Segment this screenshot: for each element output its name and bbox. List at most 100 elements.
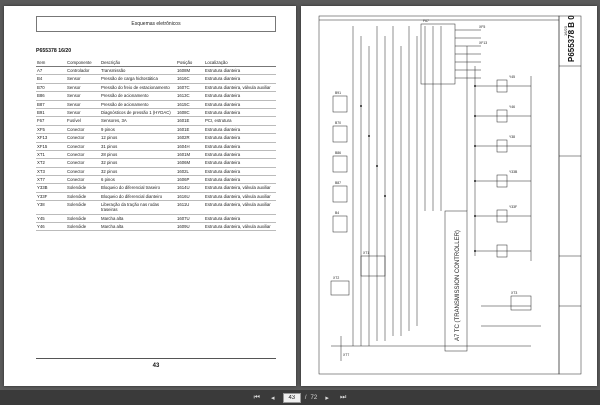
- wiring-schematic: A7 TC (TRANSMISSION CONTROLLER) P655378 …: [318, 15, 582, 375]
- component-label: B4: [335, 211, 339, 215]
- table-cell: 28 pinos: [100, 150, 176, 160]
- component-label: B91: [335, 91, 341, 95]
- page-number: 43: [36, 358, 276, 369]
- column-header: Descrição: [100, 58, 176, 67]
- table-cell: Conector: [66, 125, 100, 135]
- component-label: XT3: [511, 291, 517, 295]
- table-cell: Sensor: [66, 100, 100, 109]
- page-left: Esquemas eletrônicos P655378 16/20 Item …: [4, 6, 296, 386]
- table-cell: Sensores, 3A: [100, 116, 176, 126]
- table-cell: Sensor: [66, 108, 100, 118]
- table-cell: Solenóide: [66, 222, 100, 232]
- table-cell: Controlador: [66, 66, 100, 76]
- total-pages: 72: [310, 394, 318, 401]
- last-page-icon[interactable]: ⏭: [340, 393, 347, 401]
- table-cell: 1608M: [176, 66, 204, 76]
- table-cell: B4: [36, 74, 66, 84]
- prev-page-icon[interactable]: ◂: [271, 394, 275, 402]
- column-header: Localização: [204, 58, 276, 67]
- table-cell: Solenóide: [66, 200, 100, 215]
- table-cell: 9 pinos: [100, 125, 176, 135]
- table-cell: XT7: [36, 175, 66, 185]
- table-cell: Estrutura dianteira: [204, 91, 276, 101]
- table-cell: Y33F: [36, 192, 66, 202]
- sheet-number: 16/20: [563, 25, 568, 36]
- table-cell: Pressão de acionamento: [100, 100, 176, 109]
- table-cell: Estrutura dianteira, válvula auxiliar: [204, 222, 276, 232]
- table-cell: 1607C: [176, 83, 204, 93]
- table-cell: Pressão de carga hidrostática: [100, 74, 176, 84]
- table-cell: PCI, estrutura: [204, 116, 276, 126]
- table-cell: 1606P: [176, 175, 204, 185]
- component-label: B86: [335, 151, 341, 155]
- table-cell: Y46: [36, 222, 66, 232]
- document-viewer[interactable]: Esquemas eletrônicos P655378 16/20 Item …: [0, 0, 600, 390]
- table-cell: Estrutura dianteira, válvula auxiliar: [204, 83, 276, 93]
- table-cell: A7: [36, 66, 66, 76]
- table-cell: 1611U: [176, 200, 204, 215]
- table-cell: Conector: [66, 175, 100, 185]
- table-cell: Transmissão: [100, 66, 176, 76]
- table-cell: Estrutura dianteira: [204, 133, 276, 143]
- table-cell: 1604H: [176, 142, 204, 151]
- table-cell: XF15: [36, 142, 66, 151]
- table-cell: Sensor: [66, 83, 100, 93]
- table-cell: Y33B: [36, 183, 66, 193]
- document-reference: P655378 16/20: [36, 48, 72, 54]
- component-label: Y33F: [509, 205, 517, 209]
- table-cell: Estrutura dianteira: [204, 125, 276, 135]
- table-cell: Fusível: [66, 116, 100, 126]
- table-cell: Conector: [66, 142, 100, 151]
- table-cell: Estrutura dianteira: [204, 175, 276, 185]
- table-cell: Marcha alta: [100, 222, 176, 232]
- table-cell: 1613C: [176, 91, 204, 101]
- table-cell: 1601M: [176, 150, 204, 160]
- table-cell: Y45: [36, 214, 66, 223]
- table-cell: Sensor: [66, 74, 100, 84]
- table-cell: B70: [36, 83, 66, 93]
- table-cell: 1614U: [176, 183, 204, 193]
- component-label: Y38: [509, 135, 515, 139]
- first-page-icon[interactable]: ⏮: [253, 393, 260, 401]
- table-cell: Conector: [66, 133, 100, 143]
- table-cell: 1607U: [176, 214, 204, 223]
- page-number-input[interactable]: [282, 392, 301, 403]
- table-cell: 1608C: [176, 108, 204, 118]
- table-cell: B86: [36, 91, 66, 101]
- table-cell: XF13: [36, 133, 66, 143]
- component-label: B70: [335, 121, 341, 125]
- next-page-icon[interactable]: ▸: [325, 394, 329, 402]
- table-cell: 1602L: [176, 167, 204, 177]
- table-header-row: Item Componente Descrição Posição Locali…: [36, 58, 276, 67]
- table-cell: Estrutura dianteira: [204, 214, 276, 223]
- table-cell: 1602R: [176, 133, 204, 143]
- table-cell: XT1: [36, 150, 66, 160]
- component-label: Y46: [509, 105, 515, 109]
- table-cell: Estrutura dianteira, válvula auxiliar: [204, 200, 276, 215]
- table-cell: Estrutura dianteira: [204, 66, 276, 76]
- table-cell: Estrutura dianteira: [204, 108, 276, 118]
- page-right: A7 TC (TRANSMISSION CONTROLLER) P655378 …: [301, 6, 597, 386]
- component-label: XF5: [479, 25, 485, 29]
- table-cell: Pressão do freio de estacionamento: [100, 83, 176, 93]
- column-header: Posição: [176, 58, 204, 67]
- parts-table: Item Componente Descrição Posição Locali…: [36, 58, 276, 232]
- table-cell: Y38: [36, 200, 66, 215]
- table-cell: Solenóide: [66, 214, 100, 223]
- table-cell: 1601E: [176, 125, 204, 135]
- table-cell: Conector: [66, 158, 100, 168]
- table-cell: Bloqueio do diferencial dianteiro: [100, 192, 176, 202]
- component-label: Y45: [509, 75, 515, 79]
- page-header: Esquemas eletrônicos: [36, 16, 276, 32]
